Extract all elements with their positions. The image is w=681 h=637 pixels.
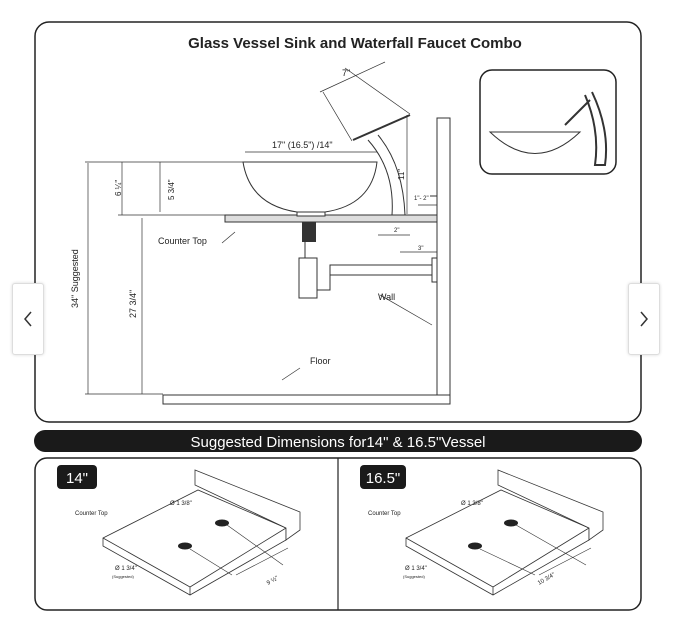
label-faucet-base: 2" <box>394 228 399 234</box>
chevron-right-icon <box>640 311 648 327</box>
label-bowl-width: 17" (16.5") /14" <box>272 140 333 150</box>
drain-pipe <box>302 222 316 242</box>
label-drain-hole: Ø 1 3/4" <box>115 566 137 572</box>
banner <box>34 430 642 452</box>
label-counter-height: 27 3/4" <box>128 290 138 318</box>
label-total-height: 6 ¼" <box>114 180 123 196</box>
chevron-left-icon <box>24 311 32 327</box>
label-drain-hole: Ø 1 3/4" <box>405 566 427 572</box>
label-counter-top: Counter Top <box>158 236 207 246</box>
wall <box>162 117 451 405</box>
inset-bowl <box>488 131 582 154</box>
label-bowl-height: 5 3/4" <box>167 179 176 200</box>
next-image-button[interactable] <box>628 283 660 355</box>
counter-top <box>224 214 438 223</box>
previous-image-button[interactable] <box>12 283 44 355</box>
label-wall: Wall <box>378 292 395 302</box>
label-counter-top: Counter Top <box>75 511 108 517</box>
label-floor: Floor <box>310 356 331 366</box>
label-faucet-height: 11" <box>397 169 406 180</box>
label-spout-width: 7" <box>342 68 350 78</box>
inset-photo <box>479 69 617 175</box>
label-faucet-hole: Ø 1 3/8" <box>461 501 483 507</box>
inset-faucet <box>564 91 608 166</box>
banner-text: Suggested Dimensions for14" & 16.5"Vesse… <box>191 434 486 451</box>
panel-16-5: 16.5" Counter Top Ø 1 3/8" Ø 1 3/4" (Sug… <box>360 465 604 596</box>
faucet <box>367 134 406 216</box>
label-wall-gap: 1"- 2" <box>414 196 429 202</box>
size-badge: 14" <box>66 470 88 487</box>
label-suggested-height: 34" Suggested <box>70 249 80 308</box>
label-counter-top: Counter Top <box>368 511 401 517</box>
label-suggested: (Suggested) <box>112 574 134 579</box>
panel-14: 14" Counter Top Ø 1 3/8" Ø 1 3/4" (Sugge… <box>57 465 301 596</box>
diagram-title: Glass Vessel Sink and Waterfall Faucet C… <box>188 35 522 52</box>
label-faucet-hole: Ø 1 3/8" <box>170 501 192 507</box>
label-faucet-to-wall: 3" <box>418 246 423 252</box>
label-suggested: (Suggested) <box>403 574 425 579</box>
size-badge: 16.5" <box>366 470 401 487</box>
